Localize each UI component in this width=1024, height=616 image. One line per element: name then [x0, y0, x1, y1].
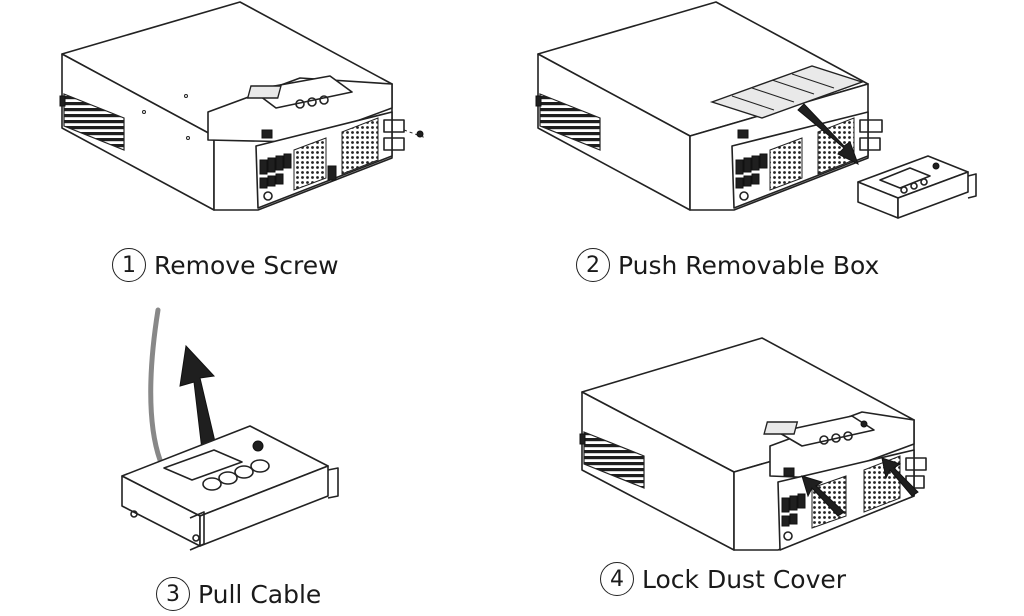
step-3-label: Pull Cable: [198, 579, 322, 609]
step-3-number: 3: [156, 577, 190, 611]
step-3-panel: 3 Pull Cable: [0, 300, 512, 616]
step-1-number: 1: [112, 248, 146, 282]
pull-cable-illustration: [121, 307, 339, 551]
step-3-caption: 3 Pull Cable: [156, 577, 321, 611]
inverter-box-removed-illustration: [535, 1, 977, 219]
step-4-caption: 4 Lock Dust Cover: [600, 562, 846, 596]
step-4-panel: 4 Lock Dust Cover: [512, 300, 1024, 616]
step-4-number: 4: [600, 562, 634, 596]
step-2-panel: 2 Push Removable Box: [512, 0, 1024, 300]
step-2-caption: 2 Push Removable Box: [576, 248, 879, 282]
inverter-with-screw-illustration: [59, 1, 427, 211]
inverter-locked-cover-illustration: [579, 337, 927, 551]
step-2-label: Push Removable Box: [618, 250, 880, 280]
step-1-caption: 1 Remove Screw: [112, 248, 339, 282]
step-1-panel: 1 Remove Screw: [0, 0, 512, 300]
step-4-label: Lock Dust Cover: [642, 564, 847, 594]
step-2-number: 2: [576, 248, 610, 282]
step-1-label: Remove Screw: [154, 250, 339, 280]
